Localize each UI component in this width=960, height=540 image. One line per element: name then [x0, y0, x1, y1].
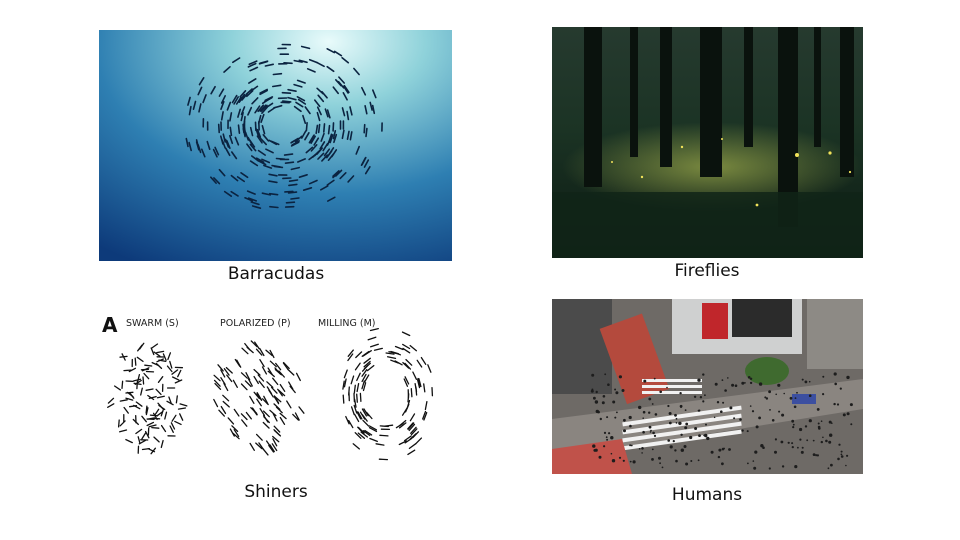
caption-barracudas: Barracudas: [227, 264, 325, 284]
caption-shiners: Shiners: [244, 482, 308, 502]
label-swarm: SWARM (S): [126, 318, 179, 329]
label-polarized: POLARIZED (P): [220, 318, 291, 329]
caption-fireflies: Fireflies: [674, 261, 740, 281]
humans-photo: [552, 299, 863, 474]
fireflies-photo: [552, 27, 863, 258]
panel-letter: A: [102, 313, 118, 337]
barracudas-photo: [99, 30, 452, 261]
shiners-figure: A SWARM (S) POLARIZED (P) MILLING (M): [100, 310, 460, 475]
label-milling: MILLING (M): [318, 318, 375, 329]
caption-humans: Humans: [671, 485, 743, 505]
